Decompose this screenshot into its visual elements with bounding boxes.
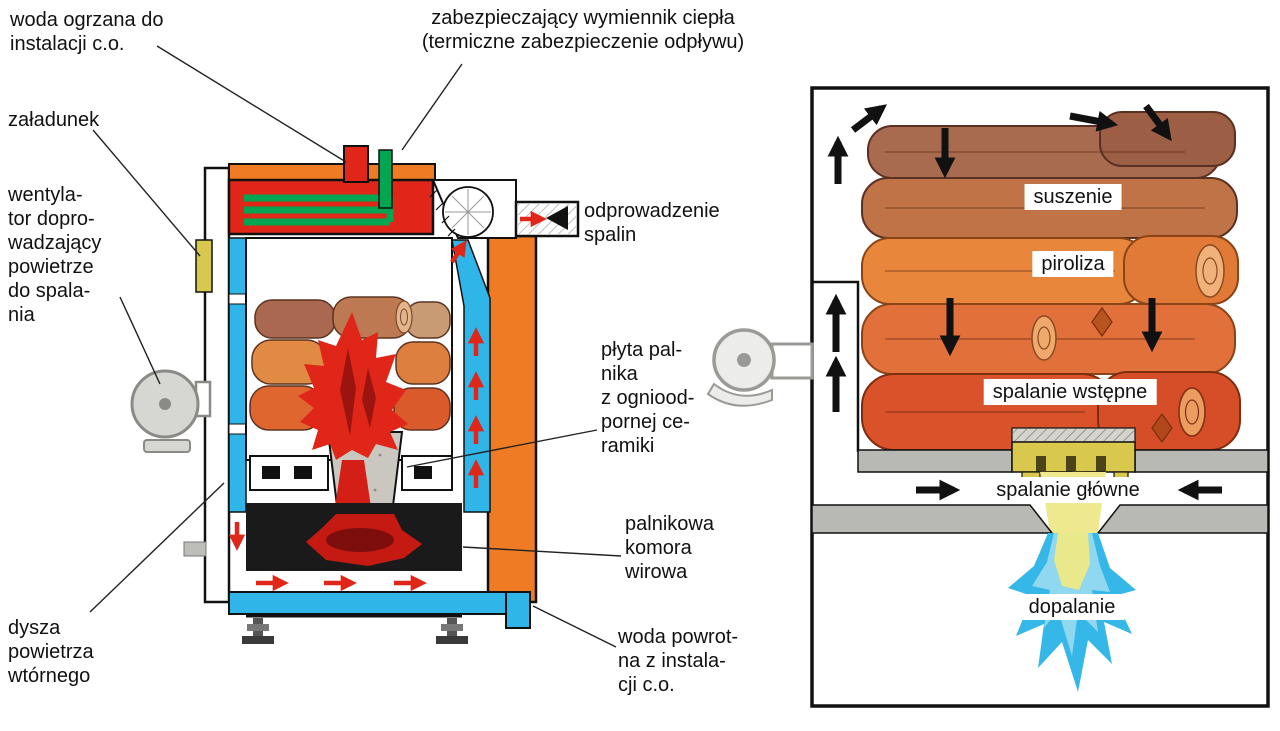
boiler-right-shell <box>486 234 538 604</box>
burner-plate <box>249 455 453 491</box>
boiler-cross-section <box>130 145 580 644</box>
left-water-channel <box>228 237 247 513</box>
flow-arrows-red <box>228 210 547 592</box>
label-spalanie-wstepne: spalanie wstępne <box>983 379 1157 405</box>
label-plyta-palnika: płyta pal- nika z ogniood- pornej ce- ra… <box>601 339 695 457</box>
label-dysza: dysza powietrza wtórnego <box>8 617 94 687</box>
right-water-channel <box>451 239 491 513</box>
label-woda-ogrzana: woda ogrzana do instalacji c.o. <box>10 9 164 55</box>
wall-screw <box>183 541 207 557</box>
flame <box>298 312 408 514</box>
safety-heat-exchanger-coil <box>244 149 394 226</box>
loading-door <box>195 239 213 293</box>
label-palnikowa: palnikowa komora wirowa <box>625 513 714 583</box>
label-spalanie-glowne: spalanie główne <box>987 477 1149 503</box>
detail-fan-icon <box>706 328 814 407</box>
label-zaladunek: załadunek <box>8 109 100 131</box>
flow-arrows-black <box>778 103 1222 501</box>
label-dopalanie: dopalanie <box>1019 594 1125 620</box>
label-piroliza: piroliza <box>1032 251 1114 277</box>
label-wentylator: wentyla- tor dopro- wadzający powietrze … <box>8 184 102 326</box>
pointer-lines <box>89 45 622 648</box>
lower-grate-plate <box>811 504 1269 534</box>
label-suszenie: suszenie <box>1024 184 1122 210</box>
flue-gas-arrow-icon <box>546 206 568 230</box>
label-zabezpieczajacy: zabezpieczający wymiennik ciepła (termic… <box>421 7 745 53</box>
secondary-air-channel-wall <box>812 280 860 452</box>
boiler-legs <box>242 614 468 644</box>
boiler-top-shell <box>228 163 436 181</box>
ceramic-burner-block <box>1011 427 1136 484</box>
supply-pipe <box>343 145 369 183</box>
flue-assembly <box>429 179 580 239</box>
return-water-pipe <box>228 591 531 629</box>
label-odprowadzenie: odprowadzenie spalin <box>584 200 720 246</box>
label-woda-powrotna: woda powrot- na z instala- cji c.o. <box>618 626 739 696</box>
combustion-air-fan-icon <box>130 369 212 453</box>
swirl-combustion-chamber <box>246 503 462 571</box>
